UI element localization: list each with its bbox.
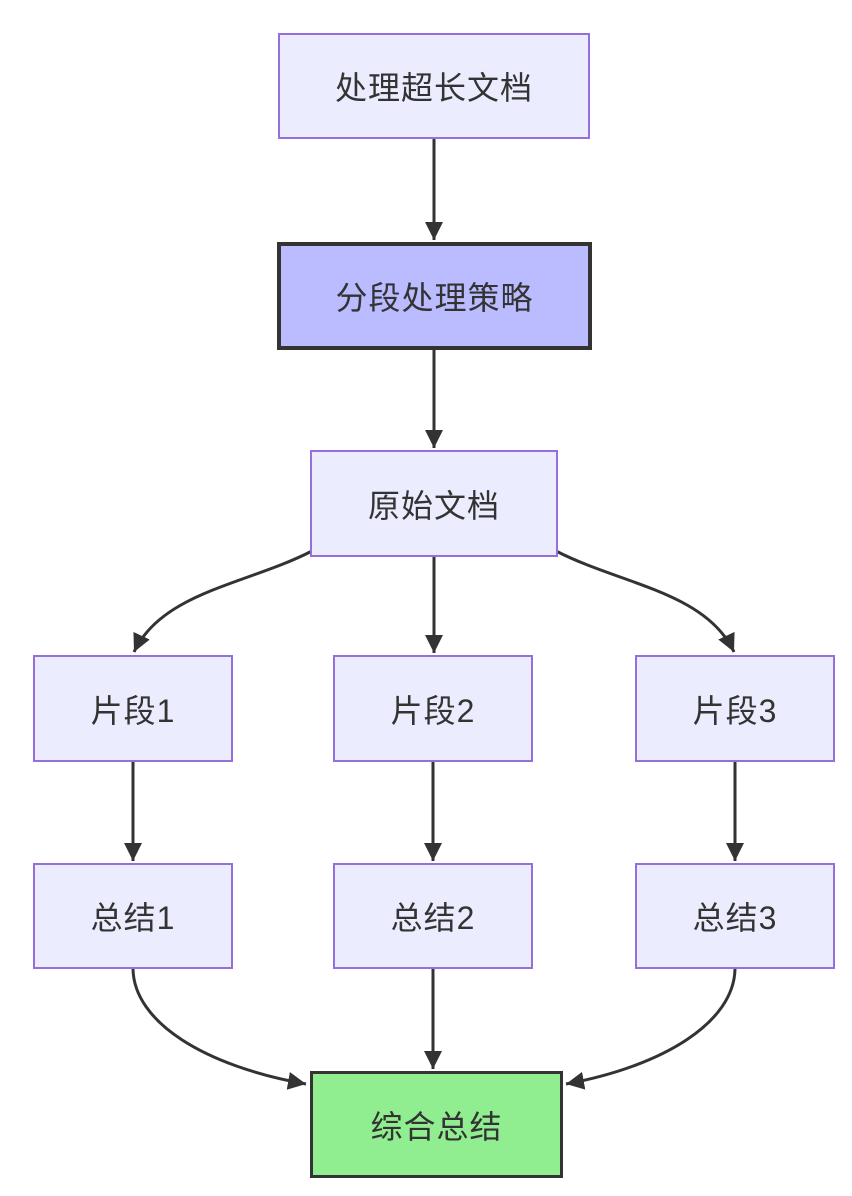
node-fragment-3: 片段3 [635,655,835,762]
node-label: 总结1 [90,900,176,936]
node-summary-1: 总结1 [33,863,233,969]
node-summary-2: 总结2 [333,863,533,969]
node-summary-3: 总结3 [635,863,835,969]
node-final-summary: 综合总结 [310,1071,563,1178]
node-label: 综合总结 [370,1108,503,1145]
node-label: 总结2 [390,900,476,936]
node-label: 片段1 [90,692,176,729]
node-process-long-doc: 处理超长文档 [278,33,590,139]
node-label: 分段处理策略 [335,280,534,316]
edge-original-to-frag3 [555,549,736,653]
node-label: 片段2 [390,692,476,729]
node-fragment-1: 片段1 [33,655,233,762]
node-label: 总结3 [692,900,778,936]
node-fragment-2: 片段2 [333,655,533,762]
node-label: 片段3 [692,692,778,729]
edge-original-to-frag1 [132,549,313,653]
node-original-doc: 原始文档 [310,450,558,557]
edge-sum1-to-final [131,968,307,1090]
edge-sum3-to-final [565,968,737,1090]
node-label: 处理超长文档 [334,70,533,106]
node-label: 原始文档 [367,487,500,524]
node-segment-strategy: 分段处理策略 [277,242,592,350]
